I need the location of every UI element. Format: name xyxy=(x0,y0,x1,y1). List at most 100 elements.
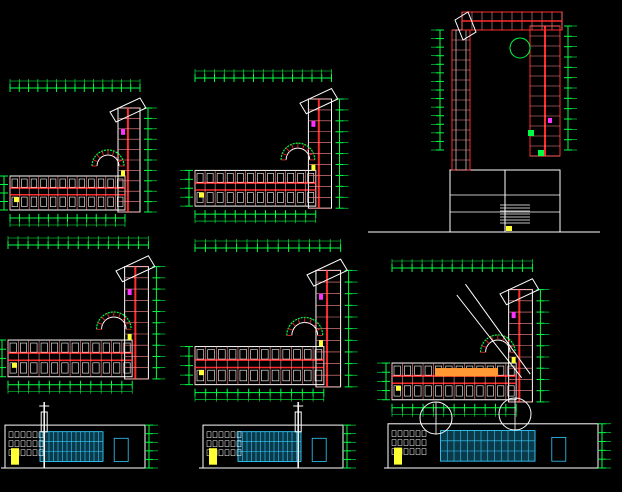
drawing-rect xyxy=(314,349,323,360)
drawing-rect xyxy=(424,365,432,376)
drawing-rect xyxy=(506,226,512,231)
drawing-shape xyxy=(454,11,477,41)
drawing-rect xyxy=(455,385,463,397)
drawing-rect xyxy=(207,349,215,360)
drawing-rect xyxy=(414,385,422,397)
drawing-rect xyxy=(11,178,18,188)
drawing-rect xyxy=(26,449,32,456)
drawing-rect xyxy=(97,178,105,188)
drawing-rect xyxy=(414,365,422,376)
drawing-rect xyxy=(206,173,214,183)
drawing-rect xyxy=(476,385,484,397)
drawing-rect xyxy=(421,439,427,446)
drawing-rect xyxy=(261,349,269,360)
drawing-rect xyxy=(196,349,205,360)
drawing-rect xyxy=(88,178,95,188)
drawing-rect xyxy=(387,423,599,469)
drawing-rect xyxy=(271,369,280,382)
drawing-rect xyxy=(397,430,403,437)
drawing-line xyxy=(285,147,290,152)
drawing-rect xyxy=(14,431,20,438)
drawing-rect xyxy=(9,342,17,353)
drawing-rect xyxy=(318,340,323,347)
drawing-rect xyxy=(78,178,85,188)
drawing-line xyxy=(485,339,490,344)
drawing-rect xyxy=(226,173,234,183)
drawing-rect xyxy=(26,440,32,447)
drawing-line xyxy=(282,153,288,156)
drawing-line xyxy=(490,336,494,342)
drawing-rect xyxy=(394,447,402,465)
drawing-rect xyxy=(434,368,499,377)
plan-head-block xyxy=(299,87,339,115)
drawing-rect xyxy=(228,369,237,382)
drawing-rect xyxy=(32,449,38,456)
drawing-line xyxy=(118,313,121,319)
drawing-rect xyxy=(318,293,323,300)
plan-l-roof xyxy=(377,259,550,417)
drawing-line xyxy=(465,283,531,375)
drawing-rect xyxy=(206,431,212,438)
drawing-rect xyxy=(282,349,290,360)
drawing-rect xyxy=(40,362,48,374)
drawing-rect xyxy=(20,362,28,374)
drawing-rect xyxy=(404,385,412,397)
drawing-shape xyxy=(285,147,311,160)
drawing-rect xyxy=(403,430,409,437)
drawing-rect xyxy=(218,349,226,360)
drawing-rect xyxy=(294,411,302,433)
drawing-rect xyxy=(30,342,38,353)
drawing-rect xyxy=(199,370,204,376)
drawing-rect xyxy=(50,178,57,188)
drawing-rect xyxy=(528,130,534,136)
drawing-rect xyxy=(32,440,38,447)
drawing-rect xyxy=(486,385,494,397)
drawing-rect xyxy=(30,178,38,188)
drawing-rect xyxy=(297,173,304,183)
drawing-rect xyxy=(396,385,401,391)
drawing-rect xyxy=(113,342,121,353)
drawing-rect xyxy=(78,196,85,207)
drawing-rect xyxy=(69,196,76,207)
drawing-line xyxy=(93,159,98,163)
drawing-line xyxy=(122,316,127,321)
drawing-rect xyxy=(218,440,224,447)
drawing-rect xyxy=(216,192,224,203)
drawing-line xyxy=(111,151,115,156)
drawing-line xyxy=(101,316,106,321)
drawing-rect xyxy=(113,362,121,374)
drawing-line xyxy=(118,159,123,163)
drawing-rect xyxy=(293,349,301,360)
drawing-rect xyxy=(224,431,230,438)
drawing-rect xyxy=(92,342,100,353)
drawing-rect xyxy=(59,178,66,188)
drawing-rect xyxy=(14,197,19,203)
plan-u-site xyxy=(368,11,600,233)
drawing-rect xyxy=(247,192,254,203)
drawing-line xyxy=(96,154,101,159)
drawing-line xyxy=(313,322,318,327)
drawing-rect xyxy=(11,448,19,465)
drawing-rect xyxy=(59,196,66,207)
drawing-rect xyxy=(250,369,258,382)
drawing-rect xyxy=(216,173,224,183)
drawing-rect xyxy=(297,192,304,203)
drawing-shape xyxy=(509,37,531,59)
drawing-rect xyxy=(287,192,294,203)
drawing-rect xyxy=(257,173,264,183)
drawing-rect xyxy=(20,431,26,438)
drawing-rect xyxy=(271,349,280,360)
plan-l-middle-left xyxy=(0,236,166,394)
drawing-line xyxy=(288,328,293,331)
drawing-rect xyxy=(293,369,301,382)
drawing-rect xyxy=(277,173,284,183)
drawing-rect xyxy=(421,430,427,437)
drawing-rect xyxy=(250,349,258,360)
drawing-line xyxy=(309,318,312,324)
drawing-rect xyxy=(88,196,95,207)
drawing-rect xyxy=(403,448,409,455)
drawing-line xyxy=(305,147,311,152)
drawing-line xyxy=(509,345,514,348)
